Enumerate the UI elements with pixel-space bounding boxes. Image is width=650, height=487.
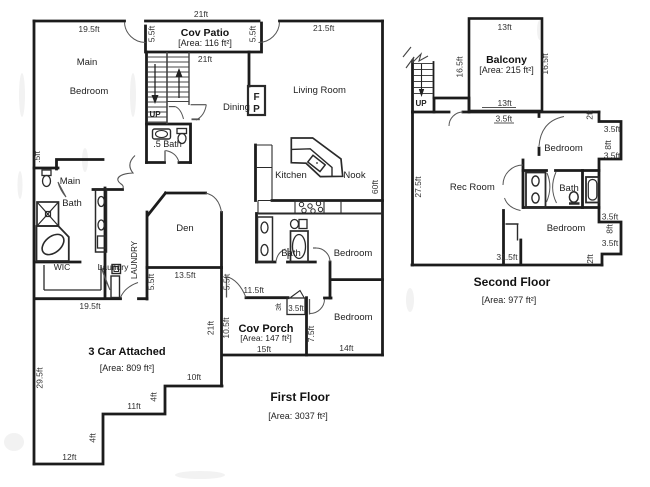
svg-text:60ft: 60ft: [370, 179, 380, 194]
svg-text:2ft: 2ft: [585, 110, 595, 120]
svg-text:10.5ft: 10.5ft: [221, 317, 231, 339]
svg-text:Bath: Bath: [62, 198, 82, 209]
svg-text:Main: Main: [77, 57, 98, 68]
svg-text:Second Floor: Second Floor: [474, 275, 551, 289]
svg-text:27.5ft: 27.5ft: [413, 176, 423, 198]
svg-text:10ft: 10ft: [187, 372, 202, 382]
svg-text:Bedroom: Bedroom: [544, 143, 583, 154]
svg-text:Bedroom: Bedroom: [334, 312, 373, 323]
svg-text:Bedroom: Bedroom: [334, 248, 373, 259]
svg-text:21ft: 21ft: [206, 320, 216, 335]
svg-text:Cov Porch: Cov Porch: [238, 323, 293, 335]
svg-text:Dining: Dining: [223, 102, 250, 113]
svg-text:Main: Main: [60, 176, 81, 187]
svg-text:WIC: WIC: [54, 262, 71, 272]
svg-text:11.5ft: 11.5ft: [243, 285, 264, 295]
svg-text:P: P: [253, 104, 260, 115]
svg-text:First Floor: First Floor: [270, 390, 330, 404]
svg-text:5.5ft: 5.5ft: [146, 273, 156, 290]
svg-text:3.5ft: 3.5ft: [602, 238, 619, 248]
svg-text:11ft: 11ft: [127, 401, 141, 411]
svg-text:UP: UP: [149, 110, 161, 119]
svg-text:Den: Den: [176, 223, 193, 234]
svg-text:[Area: 809 ft²]: [Area: 809 ft²]: [100, 363, 155, 373]
svg-text:[Area: 215 ft²]: [Area: 215 ft²]: [479, 65, 534, 75]
svg-text:3.5ft: 3.5ft: [288, 304, 304, 313]
svg-text:Nook: Nook: [343, 170, 365, 181]
svg-text:LAUNDRY: LAUNDRY: [130, 240, 139, 279]
svg-text:19.5ft: 19.5ft: [78, 24, 100, 34]
svg-text:Living Room: Living Room: [293, 85, 346, 96]
svg-text:5.5ft: 5.5ft: [147, 25, 157, 42]
svg-text:8ft: 8ft: [605, 224, 615, 234]
svg-text:4ft: 4ft: [87, 433, 97, 443]
svg-text:3.5ft: 3.5ft: [604, 151, 621, 161]
svg-text:12ft: 12ft: [62, 452, 77, 462]
svg-text:14ft: 14ft: [339, 343, 354, 353]
svg-text:8ft: 8ft: [603, 140, 613, 150]
svg-text:UP: UP: [415, 99, 427, 108]
svg-text:Bath: Bath: [281, 248, 301, 259]
svg-text:13ft: 13ft: [498, 22, 513, 32]
svg-text:4ft: 4ft: [149, 392, 159, 402]
svg-text:19.5ft: 19.5ft: [79, 301, 101, 311]
svg-text:3 Car Attached: 3 Car Attached: [88, 346, 165, 358]
svg-text:[Area: 3037 ft²]: [Area: 3037 ft²]: [268, 411, 328, 421]
svg-text:5.5ft: 5.5ft: [221, 273, 231, 290]
svg-text:Balcony: Balcony: [486, 54, 527, 66]
svg-text:Laundry: Laundry: [98, 262, 129, 272]
svg-text:3.5ft: 3.5ft: [604, 124, 621, 134]
svg-text:Cov Patio: Cov Patio: [181, 27, 229, 39]
svg-text:5.5ft: 5.5ft: [248, 25, 258, 42]
svg-text:15ft: 15ft: [257, 344, 272, 354]
svg-text:21.5ft: 21.5ft: [313, 23, 335, 33]
svg-text:Rec Room: Rec Room: [450, 182, 495, 193]
svg-text:13.5ft: 13.5ft: [174, 270, 196, 280]
svg-text:13ft: 13ft: [498, 98, 513, 108]
svg-text:.5ft: .5ft: [32, 150, 42, 162]
svg-text:3.5ft: 3.5ft: [496, 114, 513, 124]
svg-text:.5 Bath: .5 Bath: [153, 139, 182, 149]
svg-text:F: F: [253, 92, 259, 103]
svg-text:3.5ft: 3.5ft: [602, 212, 619, 222]
svg-text:7.5ft: 7.5ft: [306, 325, 316, 342]
svg-text:[Area: 977 ft²]: [Area: 977 ft²]: [482, 295, 537, 305]
svg-text:16.5ft: 16.5ft: [455, 56, 465, 78]
svg-text:3ft: 3ft: [276, 303, 283, 311]
svg-text:16.5ft: 16.5ft: [540, 53, 550, 75]
svg-text:[Area: 147 ft²]: [Area: 147 ft²]: [240, 333, 292, 343]
svg-text:31.5ft: 31.5ft: [496, 252, 518, 262]
svg-text:Bedroom: Bedroom: [70, 86, 109, 97]
svg-text:Bath: Bath: [559, 183, 579, 194]
svg-text:[Area: 116 ft²]: [Area: 116 ft²]: [178, 38, 232, 48]
svg-text:21ft: 21ft: [198, 54, 213, 64]
svg-text:2ft: 2ft: [585, 254, 595, 264]
svg-text:Kitchen: Kitchen: [275, 170, 307, 181]
svg-text:21ft: 21ft: [194, 9, 209, 19]
svg-text:29.5ft: 29.5ft: [35, 367, 45, 389]
svg-text:Bedroom: Bedroom: [547, 223, 586, 234]
